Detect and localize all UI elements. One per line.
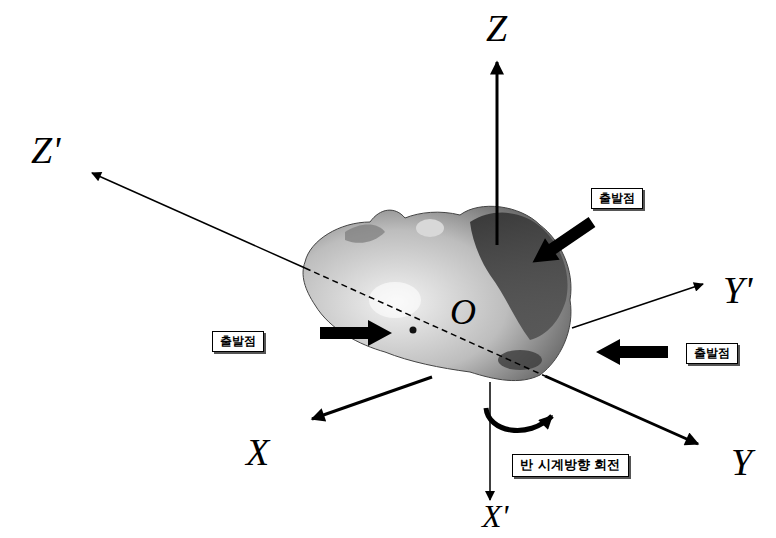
axis-label: Y' xyxy=(723,271,752,309)
axis-label: X xyxy=(246,433,269,471)
axis-label: Z xyxy=(486,9,507,47)
axis-label: X' xyxy=(482,500,508,532)
axis-label: Z' xyxy=(31,131,60,169)
rotation-label-box: 반 시계방향 회전 xyxy=(512,454,629,477)
pointer-arrows xyxy=(320,211,668,365)
box-text: 출발점 xyxy=(599,191,635,206)
bone-object xyxy=(303,206,571,380)
box-text: 반 시계방향 회전 xyxy=(520,457,621,473)
axis-label: O xyxy=(450,294,476,330)
box-text: 출발점 xyxy=(220,334,256,349)
start-point-box: 출발점 xyxy=(686,343,738,364)
start-point-box: 출발점 xyxy=(591,188,643,209)
start-point-box: 출발점 xyxy=(212,331,264,352)
axis-label: Y xyxy=(731,443,752,481)
box-text: 출발점 xyxy=(694,346,730,361)
